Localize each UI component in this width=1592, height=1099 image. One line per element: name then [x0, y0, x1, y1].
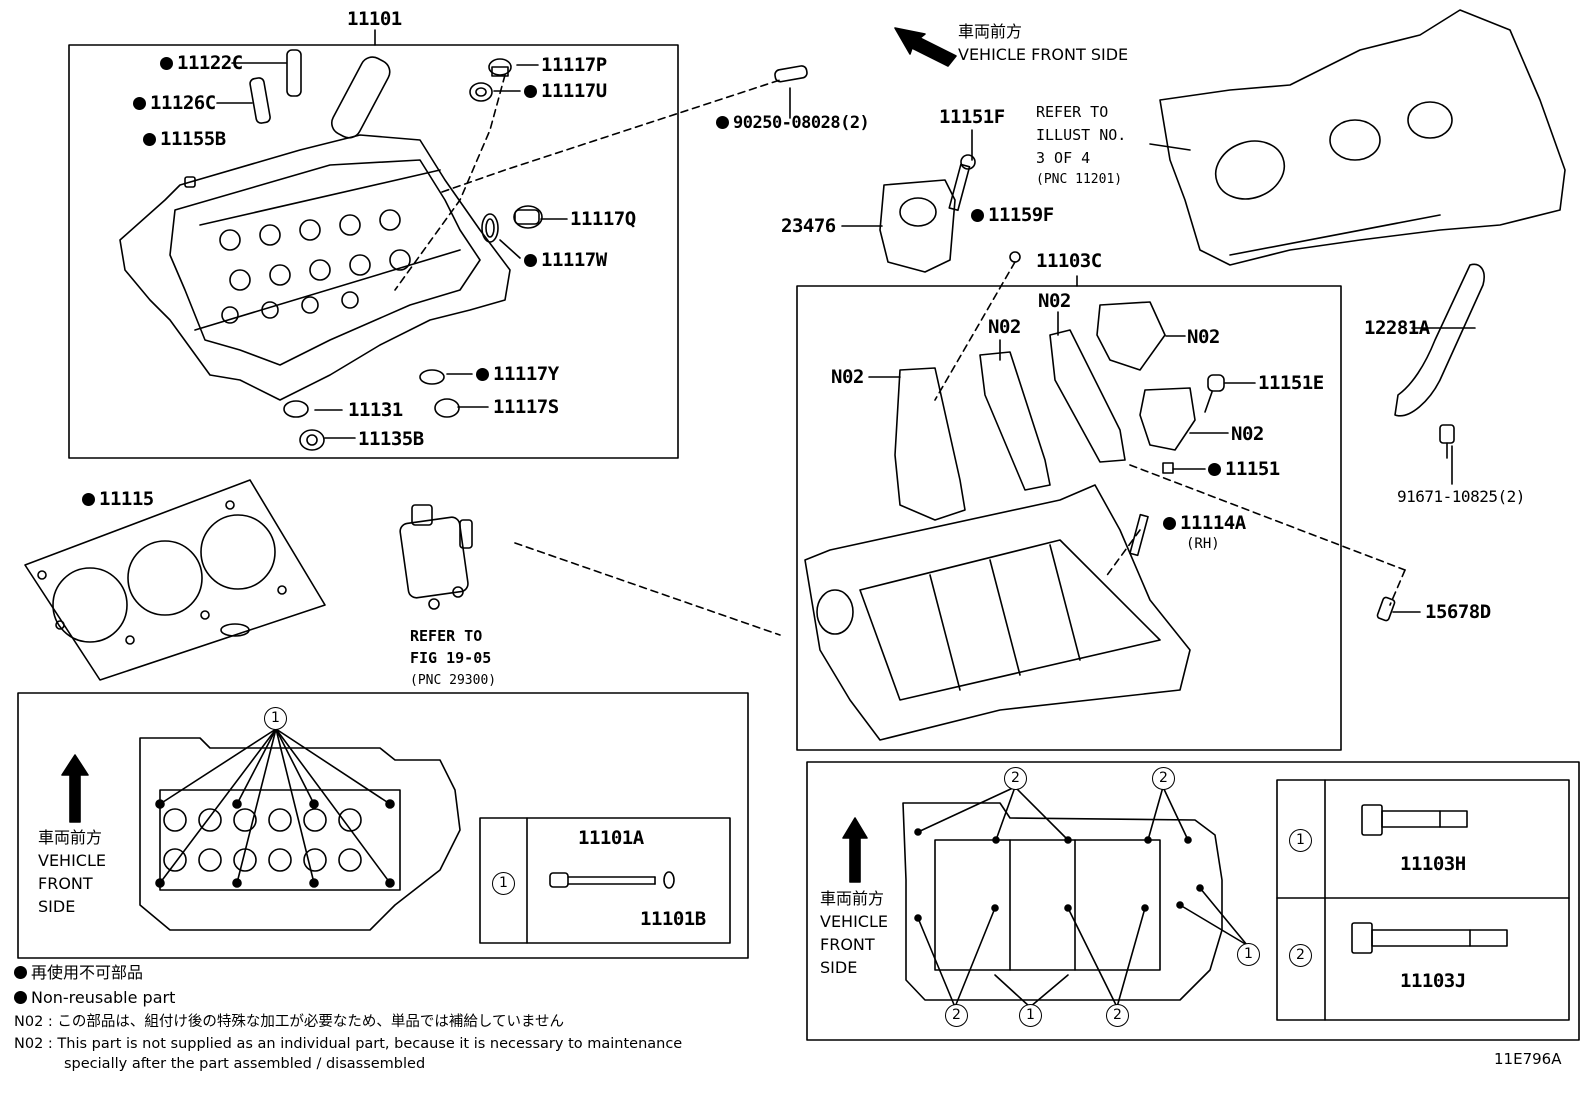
part-11117S: 11117S — [493, 396, 559, 418]
part-11117W: 11117W — [524, 249, 607, 271]
side-label-jp-left: 車両前方 — [38, 828, 103, 847]
housing-plan-drawing — [842, 786, 1248, 1008]
n02-label-1: N02 — [1038, 290, 1071, 312]
side-label-en1-left: VEHICLE — [38, 851, 106, 870]
refer-pump-line2: FIG 19-05 — [410, 649, 492, 667]
part-11126C: 11126C — [133, 92, 216, 114]
part-11151E: 11151E — [1258, 372, 1324, 394]
head-bolt-inset-frame — [17, 692, 749, 959]
part-11151F: 11151F — [939, 106, 1005, 128]
part-11117Y: 11117Y — [476, 363, 559, 385]
camshaft-housing-drawing — [804, 301, 1225, 741]
table-callout-2-right: 2 — [1289, 944, 1312, 967]
callout-2-b: 2 — [1152, 767, 1175, 790]
cylinder-head-frame — [68, 44, 679, 459]
head-bolt-table — [479, 817, 731, 944]
bolt-11103-drawings — [1351, 804, 1508, 954]
part-91671-10825: 91671-10825(2) — [1397, 487, 1525, 506]
part-23476: 23476 — [781, 215, 836, 237]
part-11103J: 11103J — [1400, 970, 1466, 992]
housing-bolt-table — [1276, 779, 1570, 1021]
callout-2-a: 2 — [1004, 767, 1027, 790]
refer-pump-line3: (PNC 29300) — [410, 673, 497, 688]
part-11103C: 11103C — [1036, 250, 1102, 272]
cylinder-head-cover-drawing — [1159, 9, 1566, 266]
diagram-id: 11E796A — [1494, 1050, 1562, 1068]
part-15678D: 15678D — [1425, 601, 1491, 623]
callout-1-a: 1 — [1019, 1004, 1042, 1027]
part-11101B: 11101B — [640, 908, 706, 930]
side-label-en1-right: VEHICLE — [820, 912, 888, 931]
dashed-guides — [394, 74, 1406, 636]
callout-2-c: 2 — [945, 1004, 968, 1027]
refer-cover-line2: ILLUST NO. — [1036, 126, 1127, 144]
n02-label-5: N02 — [1231, 423, 1264, 445]
part-11159F: 11159F — [971, 204, 1054, 226]
part-11101: 11101 — [347, 8, 402, 30]
n02-label-4: N02 — [831, 366, 864, 388]
part-11117U: 11117U — [524, 80, 607, 102]
part-11115: 11115 — [82, 488, 154, 510]
legend-nonreusable-jp: 再使用不可部品 — [14, 963, 143, 983]
table-callout-1-left: 1 — [492, 872, 515, 895]
part-11117P: 11117P — [541, 54, 607, 76]
head-gasket-drawing — [24, 479, 326, 681]
callout-2-d: 2 — [1106, 1004, 1129, 1027]
part-11117Q: 11117Q — [570, 208, 636, 230]
n02-label-3: N02 — [1187, 326, 1220, 348]
refer-cover-line3: 3 OF 4 — [1036, 149, 1091, 167]
up-arrow-icon-right — [842, 817, 868, 883]
part-11122C: 11122C — [160, 52, 243, 74]
part-11101A: 11101A — [578, 827, 644, 849]
part-11131: 11131 — [348, 399, 403, 421]
callout-1-b: 1 — [1237, 943, 1260, 966]
part-11155B: 11155B — [143, 128, 226, 150]
refer-cover-line1: REFER TO — [1036, 103, 1109, 121]
part-11151: 11151 — [1208, 458, 1280, 480]
front-side-jp: 車両前方 — [958, 22, 1023, 41]
engine-hanger-drawing — [1376, 263, 1485, 622]
side-label-en3-left: SIDE — [38, 897, 76, 916]
up-arrow-icon-left — [61, 754, 89, 823]
part-12281A: 12281A — [1364, 317, 1430, 339]
part-11135B: 11135B — [358, 428, 424, 450]
legend-n02-en-line2: specially after the part assembled / dis… — [64, 1056, 426, 1072]
part-11103H: 11103H — [1400, 853, 1466, 875]
part-11114A: 11114A — [1163, 512, 1246, 534]
legend-n02-en-line1: N02 : This part is not supplied as an in… — [14, 1036, 683, 1052]
table-callout-1-right: 1 — [1289, 829, 1312, 852]
cylinder-head-small-parts — [184, 49, 808, 451]
callout-1-head: 1 — [264, 707, 287, 730]
vacuum-pump-drawing — [399, 504, 473, 610]
camshaft-housing-frame — [796, 285, 1342, 751]
leader-lines — [216, 29, 1476, 613]
n02-label-2: N02 — [988, 316, 1021, 338]
part-90250-08028: 90250-08028(2) — [716, 112, 870, 134]
rh-note: (RH) — [1186, 536, 1220, 552]
refer-cover-line4: (PNC 11201) — [1036, 172, 1123, 187]
housing-bolt-inset-frame — [806, 761, 1580, 1041]
head-plan-drawing — [61, 728, 461, 931]
bracket-23476-drawing — [879, 154, 1021, 273]
front-arrow-icon — [894, 27, 957, 67]
side-label-jp-right: 車両前方 — [820, 889, 885, 908]
legend-n02-jp: N02 : この部品は、組付け後の特殊な加工が必要なため、単品では補給していませ… — [14, 1014, 565, 1030]
side-label-en2-right: FRONT — [820, 935, 875, 954]
side-label-en2-left: FRONT — [38, 874, 93, 893]
legend-nonreusable-en: Non-reusable part — [14, 988, 175, 1008]
front-side-en: VEHICLE FRONT SIDE — [958, 45, 1129, 64]
refer-pump-line1: REFER TO — [410, 627, 483, 645]
side-label-en3-right: SIDE — [820, 958, 858, 977]
bolt-11101A-drawing — [549, 871, 675, 889]
cylinder-head-drawing — [119, 134, 511, 401]
